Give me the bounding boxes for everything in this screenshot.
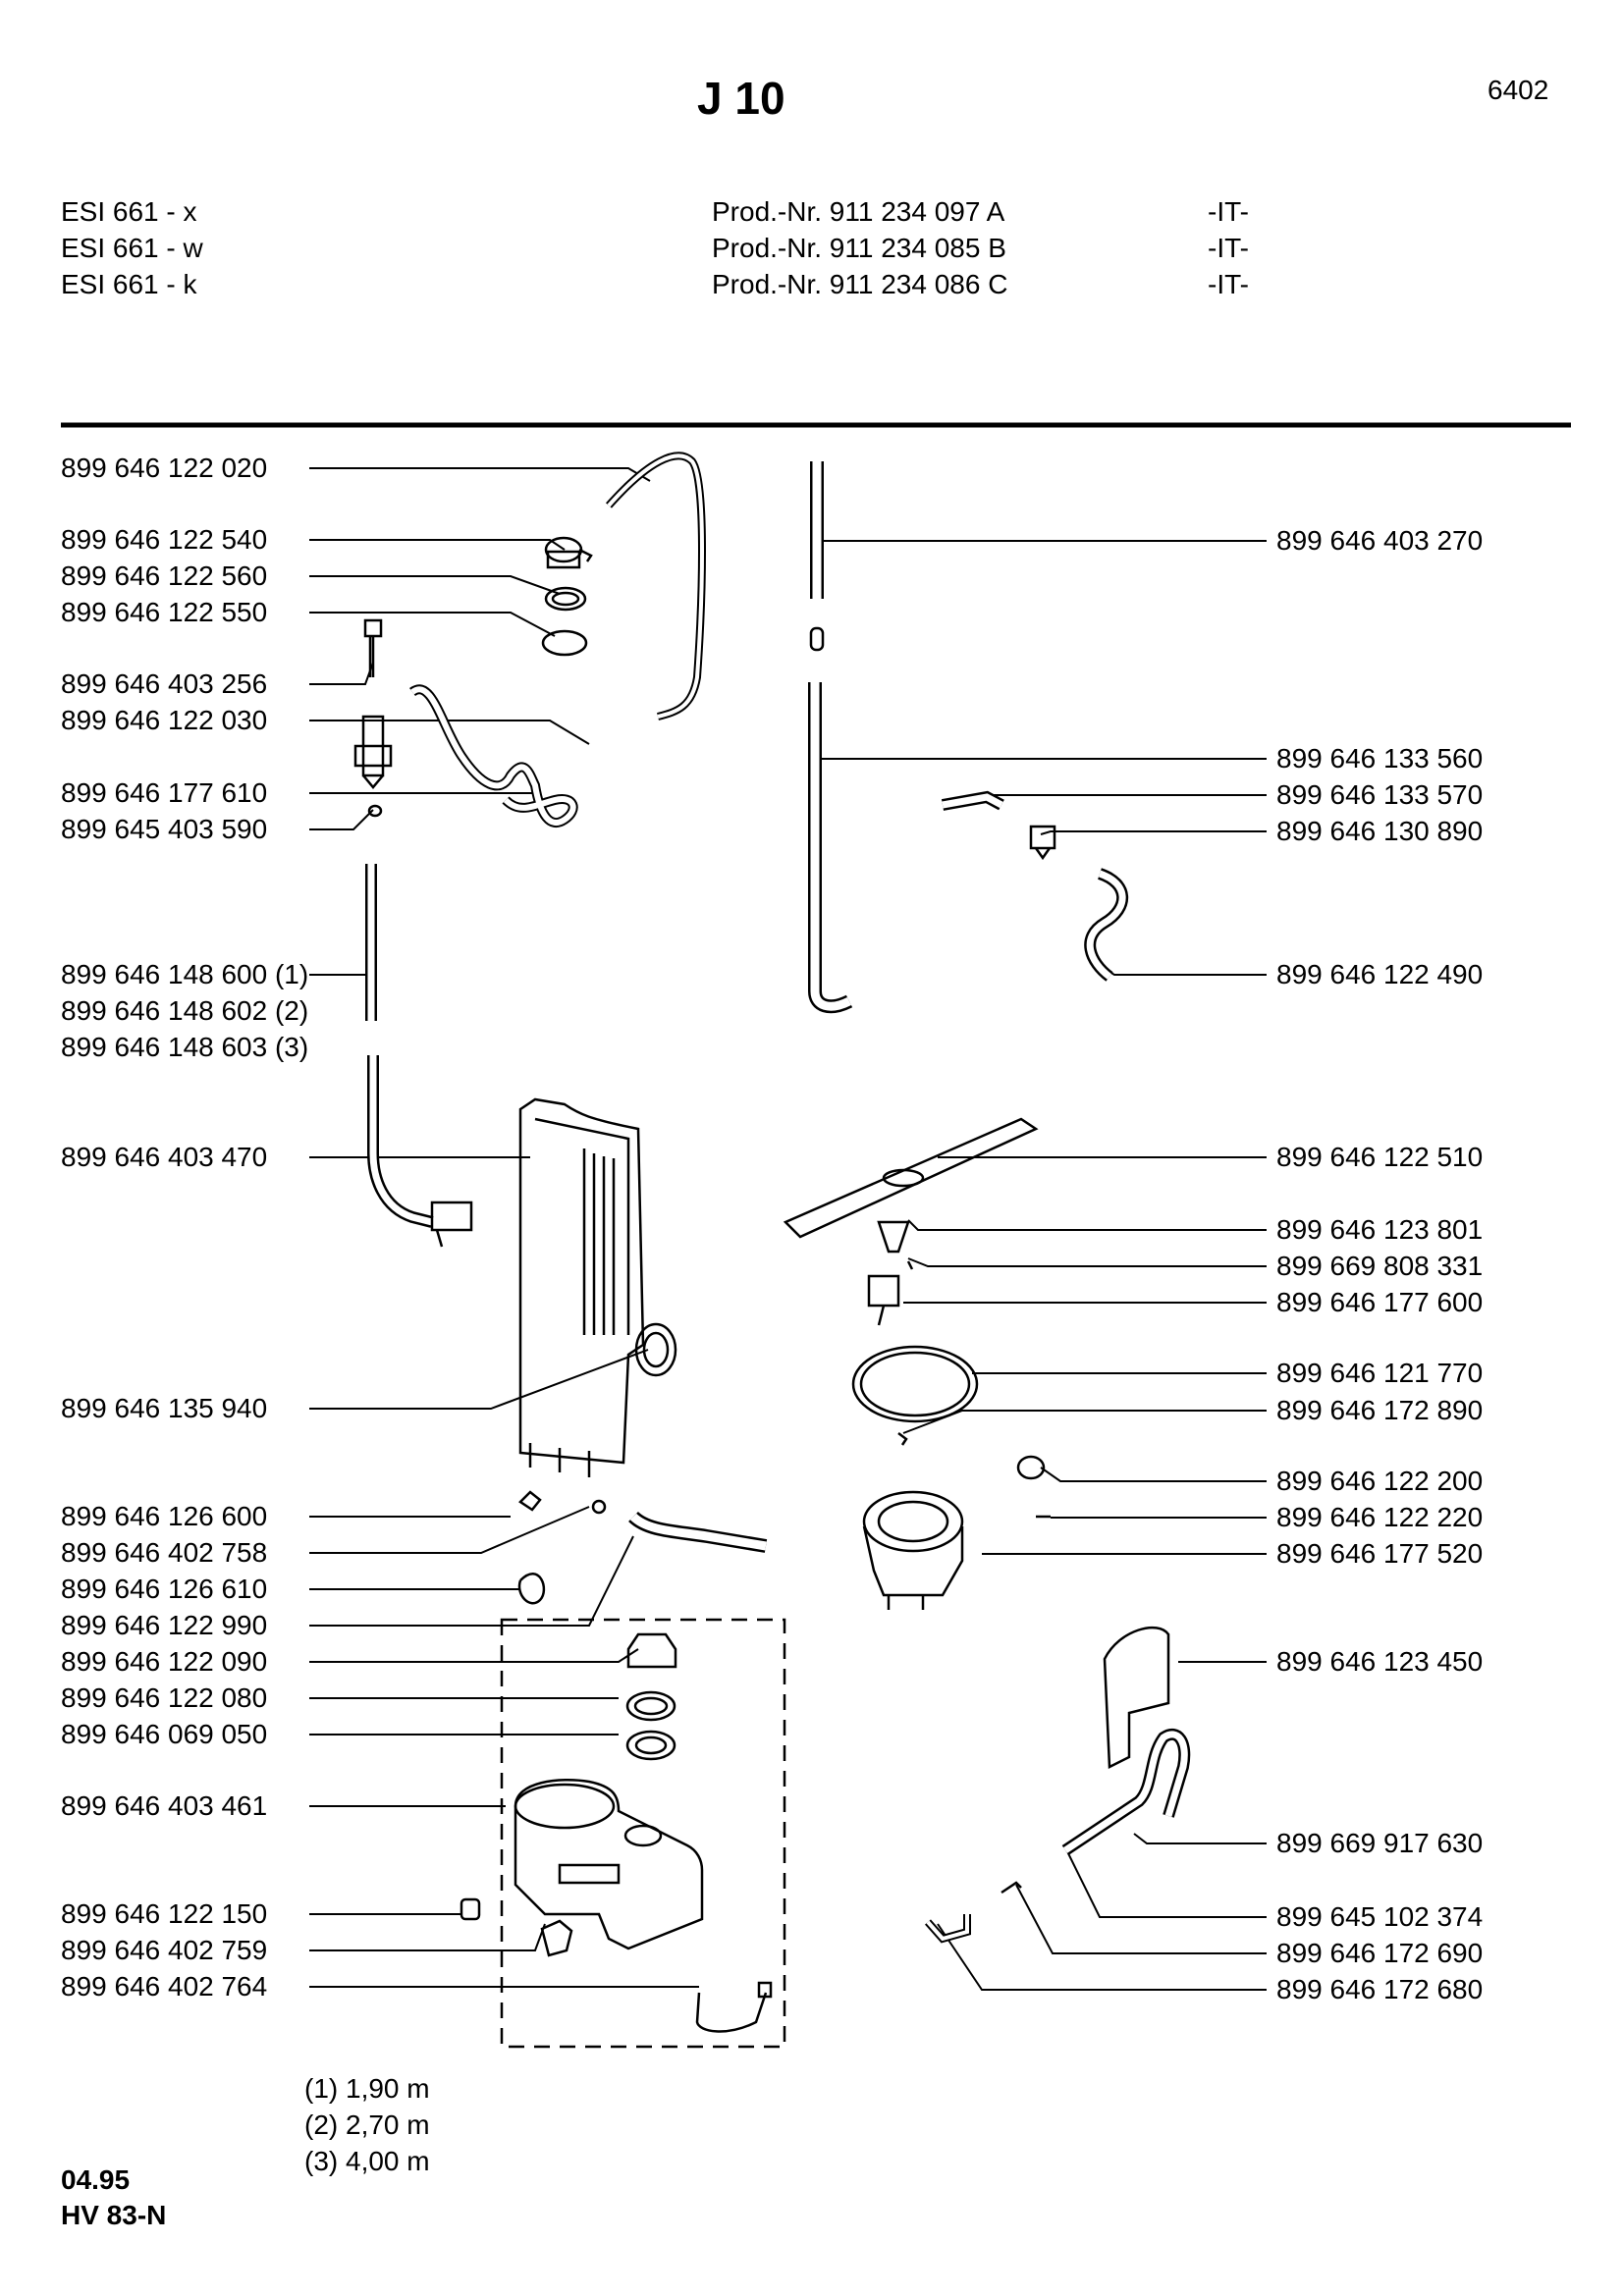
part-number: 899 646 403 461 — [61, 1790, 268, 1821]
clip-icon — [367, 804, 383, 818]
region-code: -IT- — [1208, 196, 1249, 227]
part-number: 899 646 121 770 — [1276, 1358, 1484, 1388]
supply-pipe-icon — [808, 682, 853, 1014]
o-ring-icon — [591, 1499, 607, 1515]
screw-small-icon — [897, 1432, 908, 1446]
hook-rod-icon — [1061, 1728, 1191, 1855]
valve-icon — [544, 536, 593, 569]
ring-icon — [625, 1690, 676, 1722]
gasket-icon — [625, 1730, 676, 1761]
prod-number: Prod.-Nr. 911 234 097 A — [712, 196, 1005, 227]
part-number: 899 646 133 570 — [1276, 779, 1484, 810]
hose-icon — [606, 452, 706, 721]
part-number: 899 669 917 630 — [1276, 1828, 1484, 1858]
dashed-group-box — [500, 1618, 786, 2049]
air-break-panel-icon — [518, 1097, 645, 1477]
plug-icon — [460, 1897, 481, 1921]
part-number: 899 646 130 890 — [1276, 816, 1484, 846]
part-number: 899 646 123 801 — [1276, 1214, 1484, 1245]
part-number: 899 646 403 270 — [1276, 525, 1484, 556]
footnote: (3) 4,00 m — [304, 2146, 430, 2176]
part-number: 899 646 177 610 — [61, 777, 268, 808]
part-number: 899 646 172 890 — [1276, 1395, 1484, 1425]
model-name: ESI 661 - k — [61, 269, 197, 299]
part-number: 899 646 122 090 — [61, 1646, 268, 1677]
inlet-valve-icon — [353, 715, 393, 789]
part-number: 899 646 122 540 — [61, 524, 268, 555]
part-number: 899 646 135 940 — [61, 1393, 268, 1423]
bracket-icon — [1103, 1626, 1170, 1769]
seal-ring-icon — [634, 1322, 677, 1377]
part-number: 899 646 126 600 — [61, 1501, 268, 1531]
part-number: 899 646 122 150 — [61, 1898, 268, 1929]
part-number: 899 646 402 764 — [61, 1971, 268, 2002]
part-number: 899 646 403 256 — [61, 668, 268, 699]
part-number: 899 646 122 220 — [1276, 1502, 1484, 1532]
nozzle-icon — [877, 1220, 910, 1254]
solenoid-valve-icon — [430, 1201, 473, 1248]
part-number: 899 646 122 490 — [1276, 959, 1484, 989]
part-number: 899 646 122 550 — [61, 597, 268, 627]
clip-icon — [518, 1490, 542, 1512]
footer-date: 04.95 — [61, 2164, 131, 2195]
part-number: 899 646 122 560 — [61, 561, 268, 591]
model-name: ESI 661 - x — [61, 196, 197, 227]
part-number: 899 646 122 510 — [1276, 1142, 1484, 1172]
part-number: 899 646 177 600 — [1276, 1287, 1484, 1317]
ring-icon — [544, 586, 587, 612]
prod-number: Prod.-Nr. 911 234 085 B — [712, 233, 1006, 263]
region-code: -IT- — [1208, 233, 1249, 263]
cable-icon — [695, 1992, 768, 2033]
part-number: 899 646 069 050 — [61, 1719, 268, 1749]
part-number: 899 646 148 600 (1) — [61, 959, 309, 989]
part-number: 899 646 122 990 — [61, 1610, 268, 1640]
sump-icon — [862, 1490, 964, 1610]
screw-icon — [363, 618, 383, 677]
part-number: 899 646 133 560 — [1276, 743, 1484, 774]
part-number: 899 645 403 590 — [61, 814, 268, 844]
part-number: 899 646 402 759 — [61, 1935, 268, 1965]
part-number: 899 646 122 030 — [61, 705, 268, 735]
part-number: 899 646 123 450 — [1276, 1646, 1484, 1677]
part-number: 899 646 402 758 — [61, 1537, 268, 1568]
spray-arm-icon — [783, 1117, 1039, 1239]
sealing-ring-icon — [851, 1345, 979, 1423]
part-number: 899 646 177 520 — [1276, 1538, 1484, 1569]
pin-icon — [1001, 1881, 1022, 1895]
part-number: 899 646 122 200 — [1276, 1466, 1484, 1496]
region-code: -IT- — [1208, 269, 1249, 299]
page-title: J 10 — [697, 73, 785, 124]
clamp-icon — [541, 629, 588, 657]
part-number: 899 646 122 080 — [61, 1682, 268, 1713]
part-number: 899 646 148 602 (2) — [61, 995, 309, 1026]
part-number: 899 669 808 331 — [1276, 1251, 1484, 1281]
sensor-icon — [540, 1919, 573, 1957]
model-name: ESI 661 - w — [61, 233, 203, 263]
check-valve-icon — [1029, 825, 1056, 861]
coupling-icon — [809, 626, 825, 652]
plug-icon — [1016, 1455, 1046, 1480]
heater-valve-icon — [867, 1274, 900, 1326]
part-number: 899 646 172 680 — [1276, 1974, 1484, 2004]
cap-icon — [626, 1632, 677, 1669]
part-number: 899 646 172 690 — [1276, 1938, 1484, 1968]
footnote: (2) 2,70 m — [304, 2109, 430, 2140]
part-number: 899 646 126 610 — [61, 1574, 268, 1604]
prod-number: Prod.-Nr. 911 234 086 C — [712, 269, 1008, 299]
footer-code: HV 83-N — [61, 2200, 167, 2230]
hose-clip-icon — [517, 1573, 546, 1605]
screw-small-icon — [906, 1260, 914, 1270]
part-number: 899 646 122 020 — [61, 453, 268, 483]
part-number: 899 646 403 470 — [61, 1142, 268, 1172]
page-code: 6402 — [1488, 75, 1549, 105]
footnote: (1) 1,90 m — [304, 2073, 430, 2104]
part-drawings — [353, 452, 1191, 2033]
leader-lines-right — [815, 540, 1267, 1991]
salt-container-icon — [514, 1779, 704, 1950]
part-number: 899 646 148 603 (3) — [61, 1032, 309, 1062]
part-number: 899 645 102 374 — [1276, 1901, 1484, 1932]
